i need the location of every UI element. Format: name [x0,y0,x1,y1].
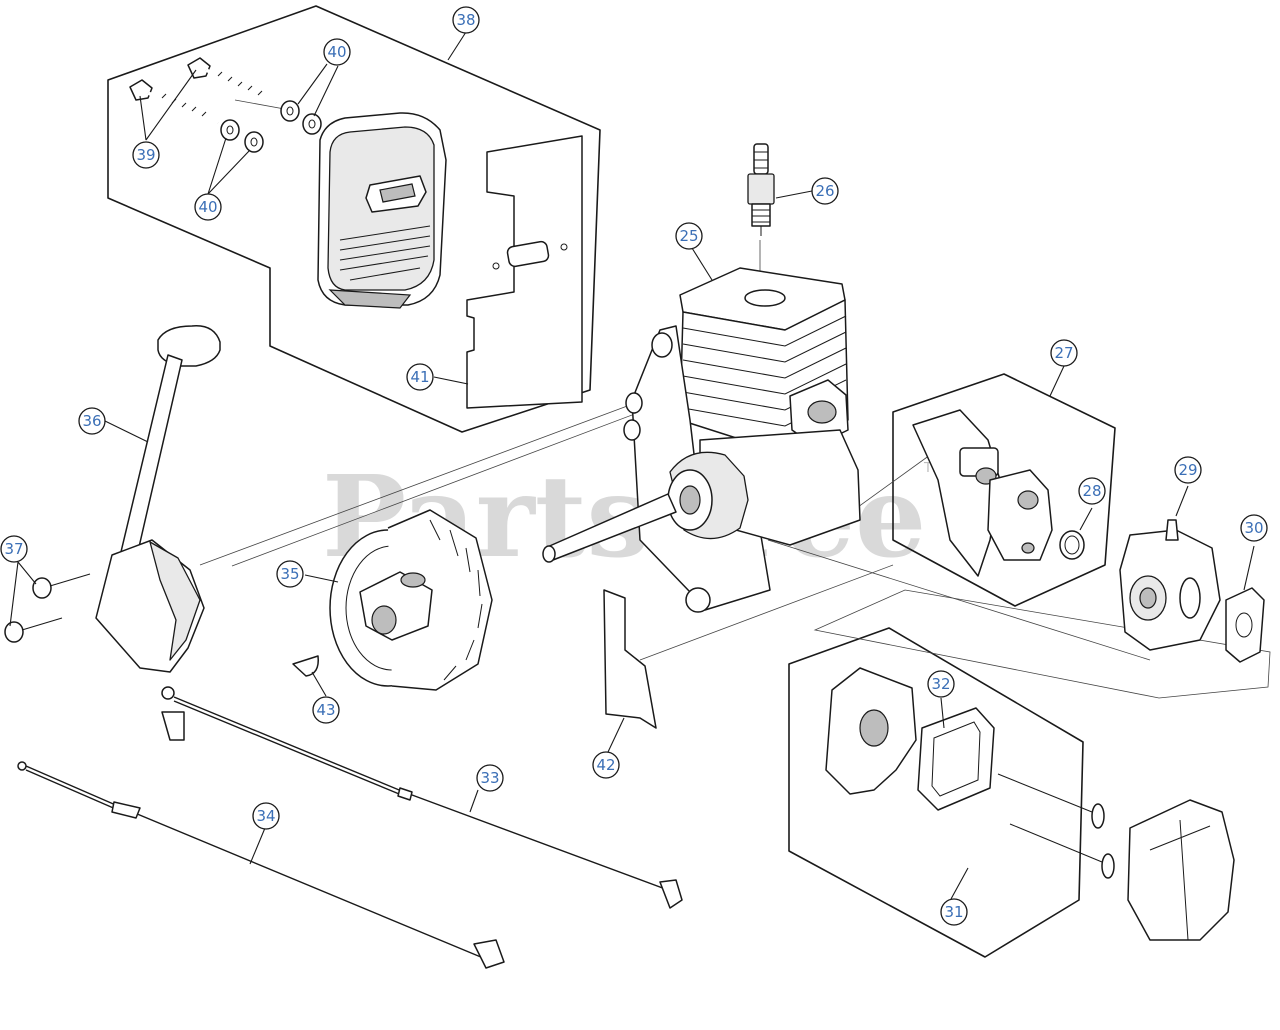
svg-text:32: 32 [931,675,950,693]
crankcase-gasket [603,589,657,729]
svg-text:29: 29 [1178,461,1197,479]
air-filter-element [917,707,995,811]
carb-outline-frame [813,589,1271,699]
svg-text:33: 33 [480,769,499,787]
flywheel-key [292,655,319,677]
callout-38: 38 [452,6,480,34]
svg-text:36: 36 [82,412,101,430]
muffler-bolt-long [187,57,277,105]
air-filter-cover [1127,799,1235,941]
svg-text:40: 40 [327,43,346,61]
callout-29: 29 [1174,456,1202,484]
callout-34: 34 [252,802,280,830]
callout-28: 28 [1078,477,1106,505]
ignition-coil [95,325,221,673]
carburetor-group-box [892,373,1116,607]
svg-text:37: 37 [4,540,23,558]
callout-31: 31 [940,898,968,926]
muffler-body [317,112,447,309]
stop-switch-wire [161,686,683,909]
svg-text:28: 28 [1082,482,1101,500]
air-filter-screw-top [997,773,1105,829]
callout-35: 35 [276,560,304,588]
callout-36: 36 [78,407,106,435]
muffler-group-box [107,5,601,433]
callout-39: 39 [132,141,160,169]
air-filter-base [825,667,917,795]
carburetor [1119,519,1221,651]
svg-text:26: 26 [815,182,834,200]
svg-text:27: 27 [1054,344,1073,362]
svg-text:34: 34 [256,807,275,825]
svg-text:41: 41 [410,368,429,386]
callout-40-top: 40 [323,38,351,66]
svg-text:40: 40 [198,198,217,216]
engine-cylinder [542,267,861,613]
callout-43: 43 [312,696,340,724]
callout-26: 26 [811,177,839,205]
svg-text:25: 25 [679,227,698,245]
callout-30: 30 [1240,514,1268,542]
throttle-cable [17,761,505,969]
carburetor-gasket [1225,587,1265,663]
callout-32: 32 [927,670,955,698]
svg-text:39: 39 [136,146,155,164]
air-filter-group-box [788,627,1084,958]
air-filter-screw-bottom [1009,823,1115,879]
svg-text:30: 30 [1244,519,1263,537]
svg-text:43: 43 [316,701,335,719]
spark-plug [747,143,775,236]
callout-37: 37 [0,535,28,563]
washer-set [220,100,322,153]
intake-adapter [912,409,1053,577]
coil-screw-bottom [4,617,63,643]
svg-text:31: 31 [944,903,963,921]
flywheel [329,509,493,691]
callout-33: 33 [476,764,504,792]
callout-25: 25 [675,222,703,250]
muffler-gasket [466,135,583,409]
callout-40-bottom: 40 [194,193,222,221]
muffler-bolt-short [129,79,219,125]
callout-41: 41 [406,363,434,391]
svg-text:42: 42 [596,756,615,774]
coil-screw-top [32,573,91,599]
leader-lines [9,31,1255,900]
o-ring [1059,530,1085,560]
svg-text:35: 35 [280,565,299,583]
callout-42: 42 [592,751,620,779]
callout-27: 27 [1050,339,1078,367]
svg-text:38: 38 [456,11,475,29]
